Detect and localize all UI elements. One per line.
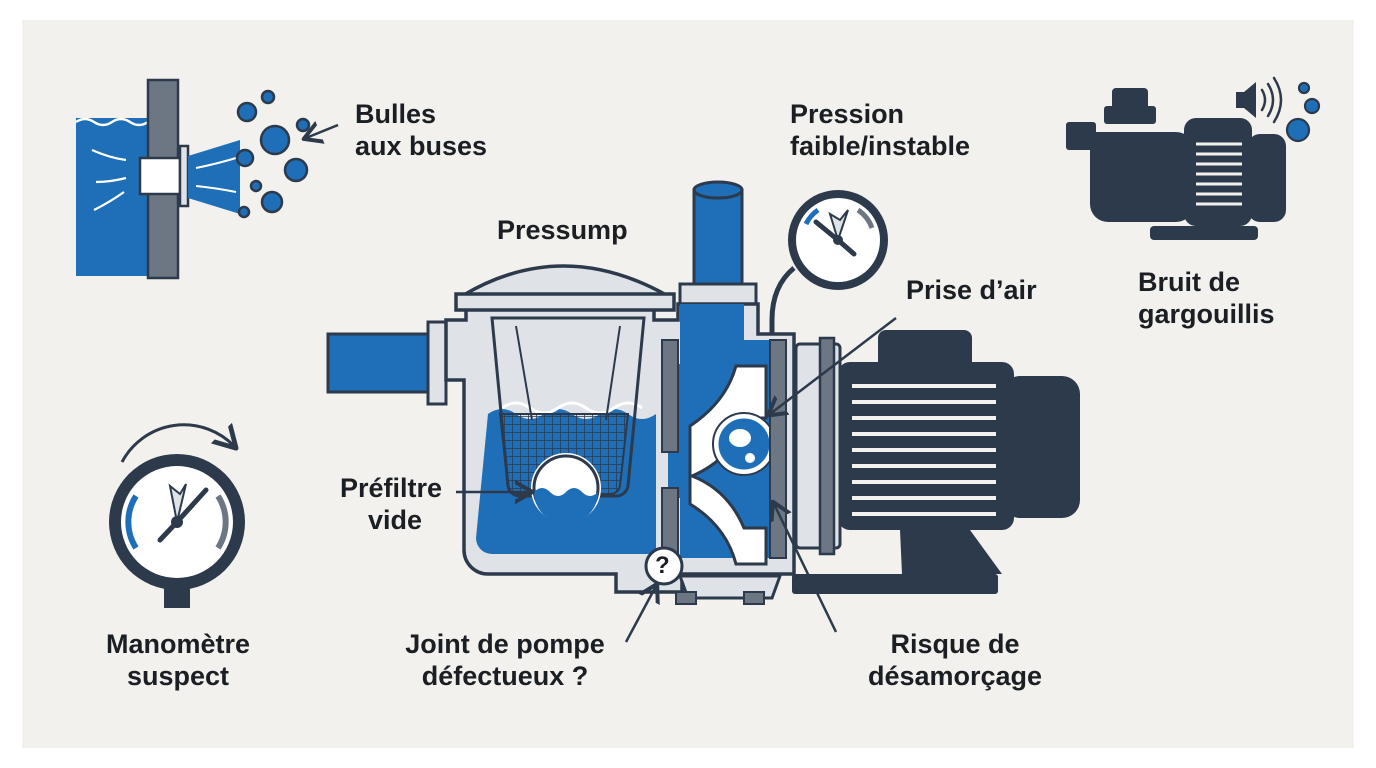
arrow-joint — [624, 586, 656, 643]
strainer-lid — [455, 264, 675, 298]
label-manometre: Manomètre suspect — [96, 628, 260, 692]
label-bruit-line1: Bruit de — [1138, 267, 1241, 297]
seal-question-badge — [644, 546, 684, 586]
label-joint-line1: Joint de pompe — [405, 629, 605, 659]
arrow-risque — [774, 504, 838, 633]
label-manometre-line1: Manomètre — [105, 629, 251, 659]
label-prefiltre-line2: vide — [368, 505, 423, 535]
label-prise-air-text: Prise d’air — [906, 275, 1037, 305]
label-manometre-line2: suspect — [126, 661, 230, 691]
label-pressump: Pressump — [497, 214, 628, 246]
label-pression: Pression faible/instable — [790, 98, 970, 162]
seal-question-mark-text: ? — [655, 552, 670, 579]
gurgle-bubbles — [1285, 81, 1321, 143]
noisy-pump-illustration — [1066, 88, 1286, 240]
nozzle-bubbles-illustration — [75, 78, 339, 280]
inlet-pipe — [326, 332, 434, 394]
air-pocket-bubble — [712, 412, 776, 476]
main-pump-illustration — [326, 180, 1080, 605]
suspect-gauge-illustration — [109, 425, 245, 608]
label-risque-line2: désamorçage — [867, 661, 1043, 691]
label-pression-line2: faible/instable — [790, 131, 971, 161]
low-water-indicator — [531, 453, 601, 524]
label-joint-line2: défectueux ? — [421, 661, 589, 691]
label-bulles: Bulles aux buses — [355, 98, 487, 162]
label-prefiltre: Préfiltre vide — [340, 472, 442, 536]
gauge-needle — [174, 487, 209, 525]
seal-question-mark: ? — [655, 550, 670, 582]
label-pressump-text: Pressump — [497, 215, 628, 245]
arrow-prise-air — [770, 317, 897, 414]
label-prefiltre-line1: Préfiltre — [340, 473, 443, 503]
pool-water — [76, 118, 148, 276]
label-bruit: Bruit de gargouillis — [1138, 266, 1275, 330]
pump-motor — [792, 330, 1080, 594]
pressure-gauge — [769, 190, 888, 344]
speaker-icon — [1236, 76, 1283, 124]
label-bruit-line2: gargouillis — [1138, 299, 1275, 329]
label-risque: Risque de désamorçage — [858, 628, 1052, 692]
label-pression-line1: Pression — [790, 99, 905, 129]
outlet-pipe — [692, 188, 744, 302]
label-prise-air: Prise d’air — [906, 274, 1037, 306]
label-bulles-line1: Bulles — [355, 99, 437, 129]
label-bulles-line2: aux buses — [355, 131, 488, 161]
label-risque-line1: Risque de — [890, 629, 1020, 659]
label-joint: Joint de pompe défectueux ? — [388, 628, 622, 692]
